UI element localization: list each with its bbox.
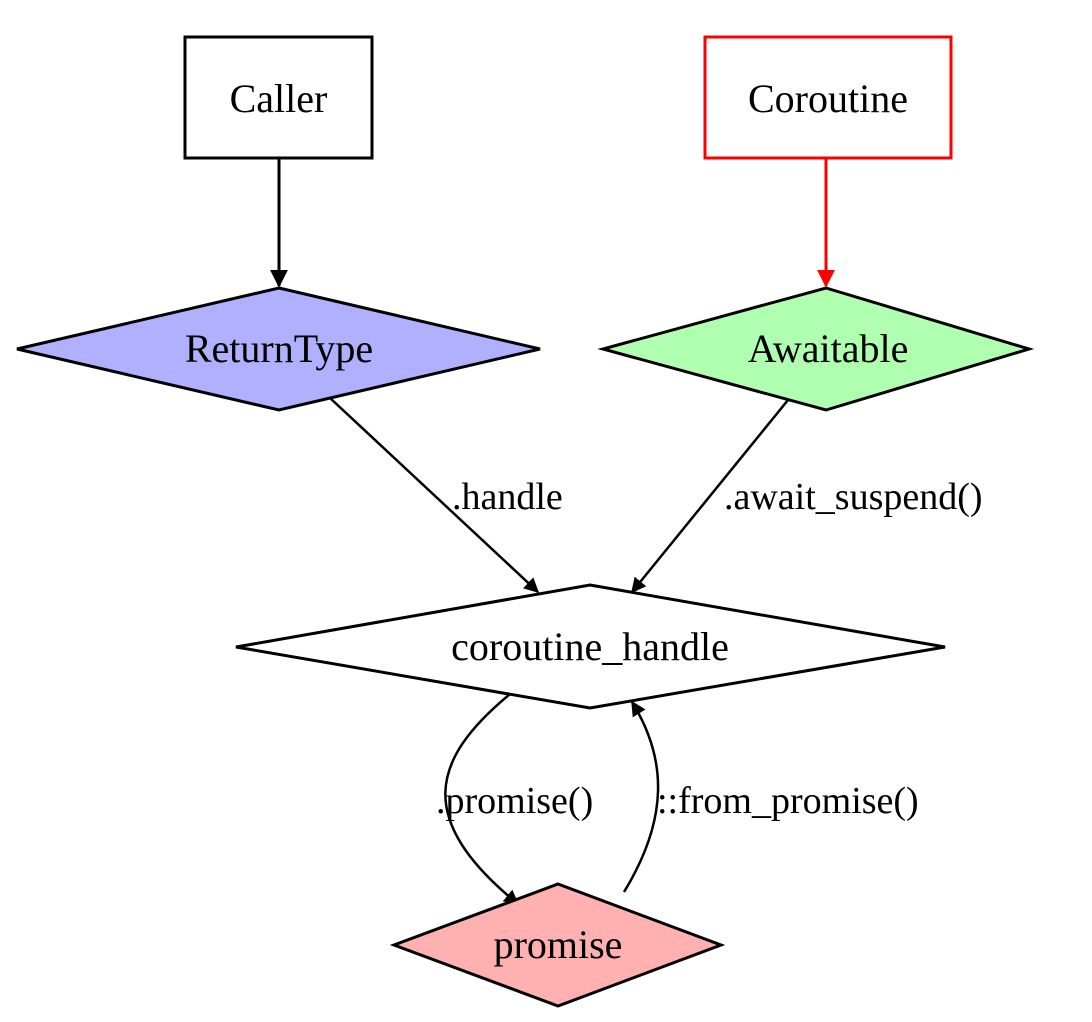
node-returntype[interactable]: ReturnType xyxy=(16,286,541,412)
edge-line xyxy=(444,693,520,905)
node-label: ReturnType xyxy=(185,326,373,371)
edge-label-promise-call: .promise() xyxy=(436,780,593,822)
node-shape xyxy=(235,583,946,710)
node-coroutine-handle[interactable]: coroutine_handle xyxy=(235,583,946,710)
node-shape xyxy=(389,882,726,1008)
edge-line xyxy=(631,399,789,594)
node-coroutine[interactable]: Coroutine xyxy=(703,35,953,160)
node-shape xyxy=(703,35,953,160)
edge-line xyxy=(622,700,660,893)
edge-returntype-to-coroutine-handle: .handle xyxy=(329,397,563,594)
edge-promise-to-coroutine-handle: ::from_promise() xyxy=(622,700,919,893)
edge-coroutine-handle-to-promise: .promise() xyxy=(436,693,593,905)
node-shape xyxy=(16,286,541,412)
edge-label-from-promise: ::from_promise() xyxy=(657,780,919,822)
node-label: coroutine_handle xyxy=(451,624,729,669)
node-promise[interactable]: promise xyxy=(389,882,726,1008)
node-shape xyxy=(597,286,1035,412)
node-label: Caller xyxy=(230,76,328,121)
node-label: Awaitable xyxy=(748,326,909,371)
node-caller[interactable]: Caller xyxy=(183,35,374,160)
edge-label-handle: .handle xyxy=(452,476,563,518)
node-label: promise xyxy=(494,922,623,967)
edge-label-await-suspend: .await_suspend() xyxy=(724,476,983,518)
node-label: Coroutine xyxy=(748,76,908,121)
node-shape xyxy=(183,35,374,160)
edge-line xyxy=(329,397,540,594)
node-awaitable[interactable]: Awaitable xyxy=(597,286,1035,412)
edge-awaitable-to-coroutine-handle: .await_suspend() xyxy=(631,399,983,594)
